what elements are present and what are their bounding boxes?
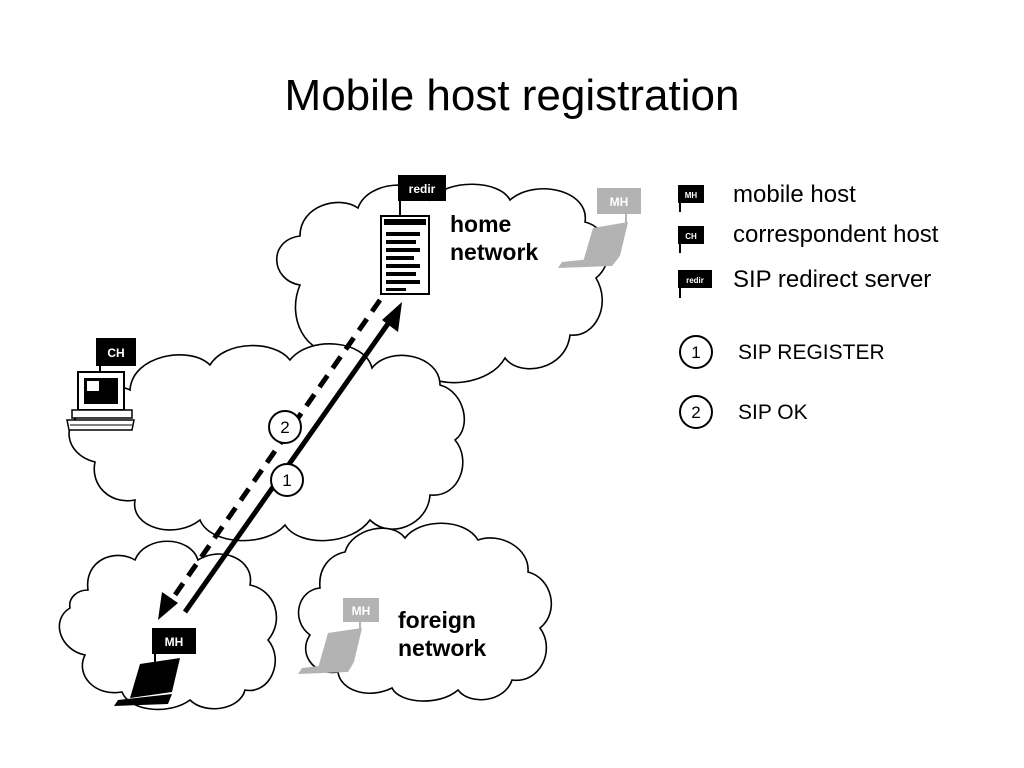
svg-text:2: 2 (280, 418, 289, 437)
step-1-marker: 1 (270, 463, 304, 497)
sip-register-arrowhead (382, 302, 402, 332)
legend-label-mobile-host: mobile host (733, 181, 856, 208)
svg-text:1: 1 (282, 471, 291, 490)
sip-ok-arrowhead (158, 592, 178, 620)
svg-text:MH: MH (165, 635, 184, 649)
svg-text:redir: redir (409, 182, 436, 196)
svg-text:2: 2 (691, 403, 700, 422)
svg-text:CH: CH (685, 232, 697, 241)
legend-label-sip-ok: SIP OK (738, 401, 808, 424)
legend-label-sip-register: SIP REGISTER (738, 341, 885, 364)
svg-text:CH: CH (107, 346, 124, 360)
svg-text:1: 1 (691, 343, 700, 362)
correspondent-network-cloud (68, 343, 466, 542)
correspondent-host-computer: CH (66, 338, 136, 431)
svg-text:MH: MH (685, 191, 698, 200)
legend-redir-flag-icon: redir (678, 270, 712, 298)
foreign-network-cloud-left (58, 540, 278, 711)
redirect-server: redir (380, 175, 446, 295)
legend-label-correspondent-host: correspondent host (733, 221, 939, 248)
slide-title: Mobile host registration (284, 71, 740, 120)
foreign-network-cloud-right (297, 522, 553, 702)
step-2-marker: 2 (268, 410, 302, 444)
home-network-label: home network (450, 211, 538, 265)
mobile-host-foreign: MH (114, 628, 196, 706)
legend-mh-flag-icon: MH (678, 185, 704, 212)
mobile-host-foreign-ghost: MH (298, 598, 379, 674)
svg-text:MH: MH (610, 195, 629, 209)
svg-text:redir: redir (686, 276, 704, 285)
legend-ch-flag-icon: CH (678, 226, 704, 253)
svg-text:MH: MH (352, 604, 371, 618)
legend-step-2-icon: 2 (679, 395, 713, 429)
mobile-host-home-ghost: MH (558, 188, 641, 268)
legend-label-sip-redirect-server: SIP redirect server (733, 266, 932, 293)
mh-flag (152, 628, 196, 654)
redir-flag (398, 175, 446, 201)
legend-step-1-icon: 1 (679, 335, 713, 369)
ch-flag (96, 338, 136, 366)
sip-ok-arrow (165, 298, 383, 610)
foreign-network-label: foreign network (398, 607, 486, 661)
